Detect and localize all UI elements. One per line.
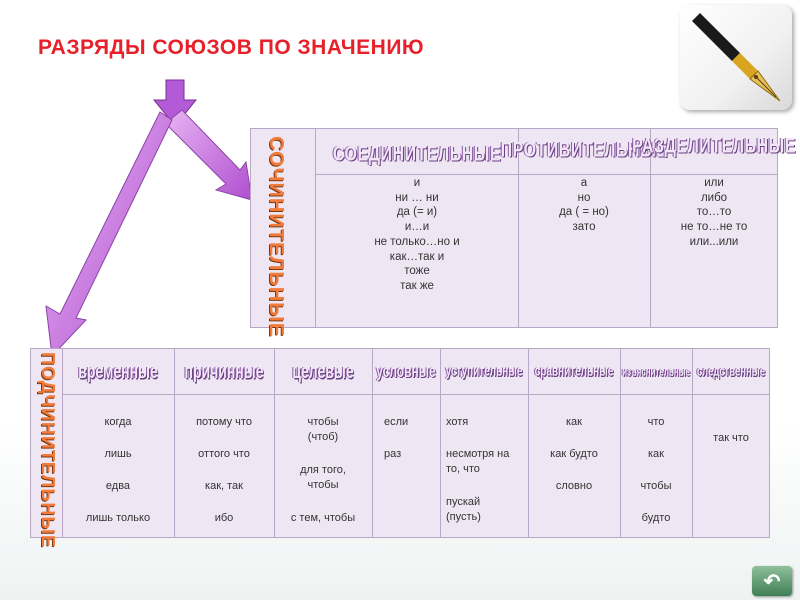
list-item: будто (641, 512, 671, 524)
header-causal: причинные (184, 359, 264, 383)
list-item: ни … ни (395, 191, 439, 204)
header-conditional: условные (376, 360, 436, 382)
list-item: (чтоб) (307, 431, 339, 443)
causal-list: потому что оттого что как, так ибо (174, 416, 274, 526)
list-item: как…так и (389, 250, 445, 263)
list-item: чтобы (307, 479, 339, 491)
list-item: оттого что (198, 448, 250, 460)
coordinating-side-cell: СОЧИНИТЕЛЬНЫЕ (250, 128, 316, 337)
list-item: потому что (196, 416, 252, 428)
list-item: либо (700, 191, 728, 204)
subordinating-label: ПОДЧИНИТЕЛЬНЫЕ (38, 352, 58, 549)
list-item: раз (384, 448, 402, 460)
list-item: хотя (446, 416, 469, 428)
list-item: (пусть) (446, 511, 481, 523)
header-temporal: временные (78, 359, 158, 383)
list-item: лишь только (85, 512, 151, 524)
return-arrow-icon: ↶ (763, 570, 781, 593)
list-item: с тем, чтобы (290, 512, 356, 524)
column-divider (274, 348, 275, 538)
list-item: зато (572, 221, 596, 234)
list-item: пускай (446, 496, 481, 508)
header-explanatory: изъяснительные (622, 364, 690, 378)
comparative-list: как как будто словно (528, 416, 620, 496)
column-divider (372, 348, 373, 538)
conditional-list: если раз (384, 416, 440, 476)
list-item: несмотря на (446, 448, 510, 460)
list-item: то…то (696, 206, 732, 219)
list-item: так что (713, 432, 749, 444)
adversative-list: а но да ( = но) зато (518, 176, 650, 235)
list-item: если (384, 416, 409, 428)
header-disjunctive: РАЗДЕЛИТЕЛЬНЫЕ (632, 134, 796, 158)
list-item: как, так (205, 480, 243, 492)
list-item: что (647, 416, 665, 428)
list-item: лишь (104, 448, 132, 460)
consequential-list: так что (692, 432, 770, 452)
header-comparative: сравнительные (534, 363, 614, 379)
slide-title: РАЗРЯДЫ СОЮЗОВ ПО ЗНАЧЕНИЮ (38, 36, 425, 59)
list-item: для того, (300, 464, 346, 476)
list-item: и (413, 177, 421, 189)
disjunctive-list: или либо то…то не то…не то или...или (650, 176, 778, 250)
list-item: или...или (689, 235, 739, 248)
column-divider (620, 348, 621, 538)
list-item: ибо (214, 512, 234, 524)
column-divider (650, 128, 651, 328)
list-item: или (704, 177, 724, 189)
list-item: тоже (404, 265, 430, 278)
concessive-list: хотя несмотря на то, что пускай (пусть) (446, 416, 528, 526)
connective-list: и ни … ни да (= и) и…и не только…но и ка… (316, 176, 518, 294)
list-item: не то…не то (680, 221, 748, 234)
purpose-list: чтобы (чтоб) для того, чтобы с тем, чтоб… (274, 416, 372, 526)
header-adversative: ПРОТИВИТЕЛЬНЫЕ (500, 138, 668, 162)
header-purpose: целевые (292, 359, 354, 383)
column-divider (62, 348, 63, 538)
header-consequential: следственные (696, 363, 766, 379)
list-item: когда (104, 416, 132, 428)
return-button[interactable]: ↶ (752, 566, 792, 596)
list-item: а (580, 177, 588, 189)
explanatory-list: что как чтобы будто (620, 416, 692, 526)
list-item: то, что (446, 463, 480, 475)
right-arrow-icon (167, 109, 253, 201)
fountain-pen-icon (680, 5, 792, 110)
header-connective: СОЕДИНИТЕЛЬНЫЕ (332, 142, 502, 166)
column-divider (174, 348, 175, 538)
list-item: чтобы (307, 416, 339, 428)
list-item: едва (105, 480, 131, 492)
coordinating-label: СОЧИНИТЕЛЬНЫЕ (265, 136, 287, 338)
column-divider (692, 348, 693, 538)
temporal-list: когда лишь едва лишь только (62, 416, 174, 526)
list-item: как (566, 416, 582, 428)
column-divider (528, 348, 529, 538)
list-item: чтобы (640, 480, 672, 492)
coordinating-header-row (316, 128, 778, 175)
column-divider (440, 348, 441, 538)
header-concessive: уступительные (445, 363, 523, 379)
list-item: но (577, 191, 591, 204)
list-item: не только…но и (374, 235, 460, 248)
list-item: как (648, 448, 664, 460)
list-item: да (= и) (396, 206, 438, 219)
left-arrow-icon (45, 111, 173, 358)
column-divider (518, 128, 519, 328)
list-item: как будто (550, 448, 598, 460)
subordinating-table (30, 348, 770, 538)
header-divider (62, 394, 770, 395)
list-item: словно (555, 480, 593, 492)
coordinating-table (250, 128, 778, 328)
list-item: и…и (404, 221, 430, 234)
list-item: да ( = но) (559, 206, 609, 219)
list-item: так же (400, 279, 434, 292)
